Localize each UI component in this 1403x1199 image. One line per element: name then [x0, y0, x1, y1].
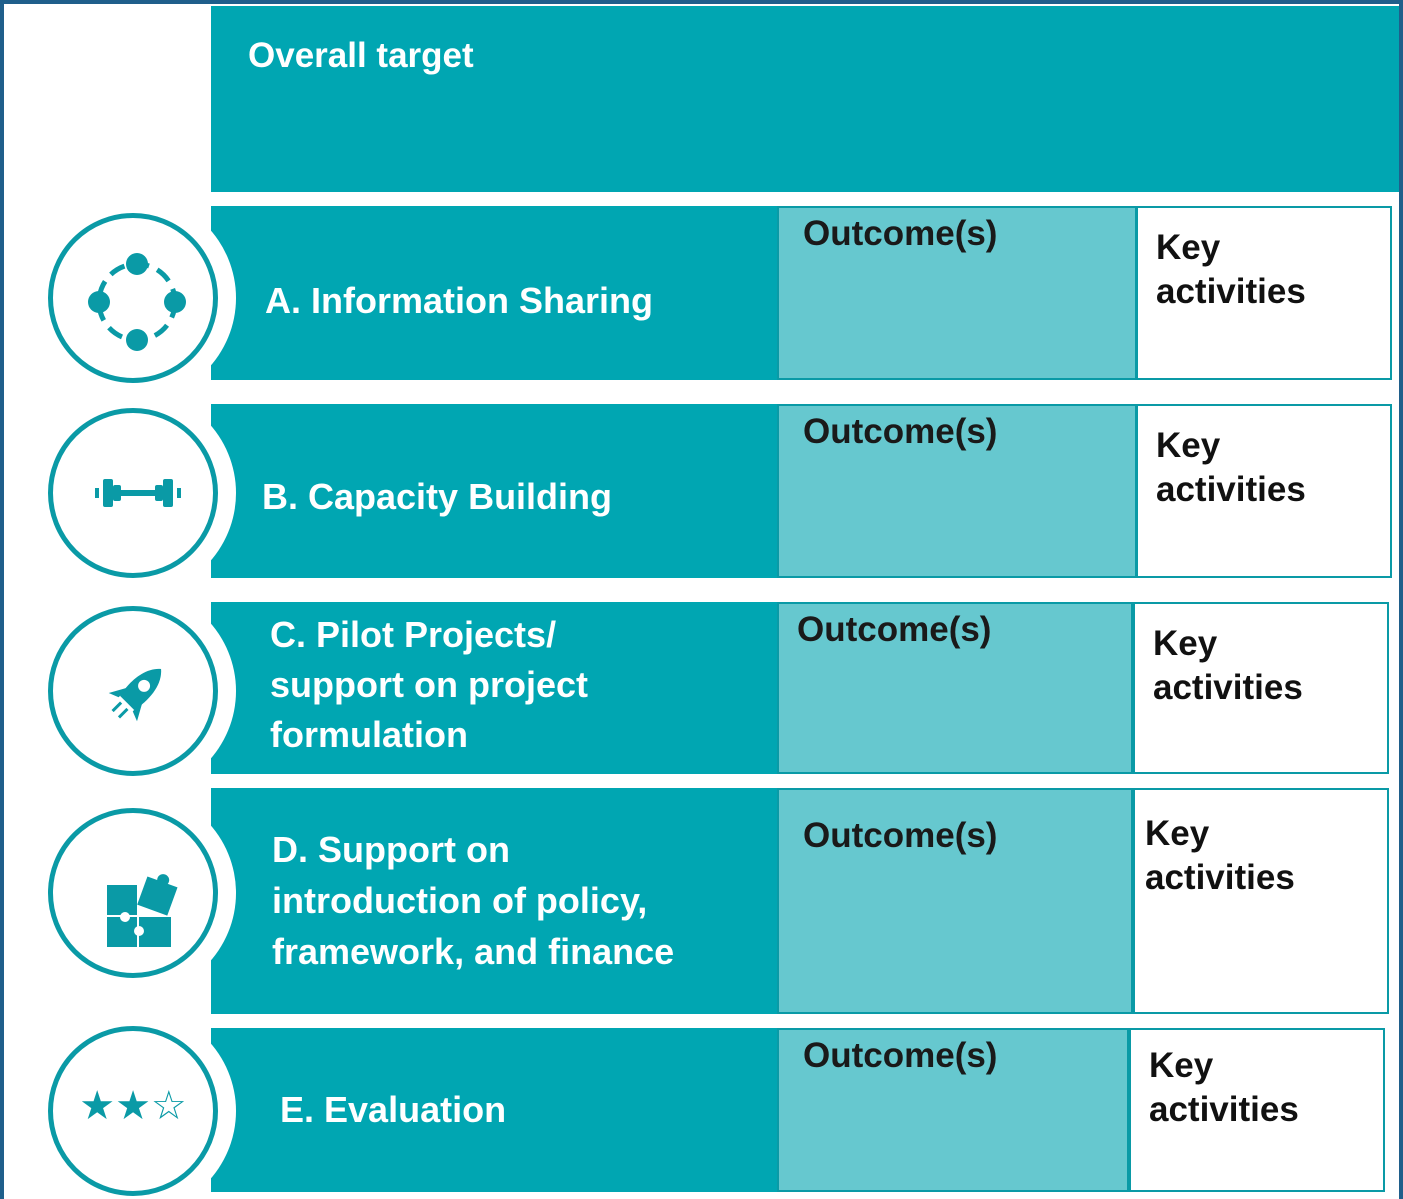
row-label-line-1: C. Pilot Projects/ — [270, 614, 557, 655]
dumbbell-icon — [48, 408, 218, 578]
key-activities-box: Key activities — [1136, 206, 1392, 380]
row-label: B. Capacity Building — [262, 476, 613, 517]
row-label: A. Information Sharing — [265, 280, 654, 321]
row-label-line-2: support on project — [270, 664, 588, 705]
outcome-box: Outcome(s) — [777, 1028, 1129, 1192]
row-label-line-2: introduction of policy, — [272, 880, 648, 921]
row-label-line-3: formulation — [270, 714, 468, 755]
overall-target-box: Overall target — [211, 6, 1399, 192]
key-activities-label: Key activities — [1153, 624, 1303, 707]
key-activities-label: Key activities — [1156, 228, 1306, 311]
key-activities-box: Key activities — [1133, 788, 1389, 1014]
rocket-icon — [48, 606, 218, 776]
outcome-box: Outcome(s) — [777, 788, 1133, 1014]
outcome-label: Outcome(s) — [803, 412, 998, 451]
key-activities-label: Key activities — [1156, 426, 1306, 509]
row-label-line-3: framework, and finance — [272, 931, 675, 972]
outcome-box: Outcome(s) — [777, 602, 1133, 774]
key-activities-box: Key activities — [1129, 1028, 1385, 1192]
bar-policy-support: D. Support on introduction of policy, fr… — [211, 788, 778, 1014]
outcome-label: Outcome(s) — [803, 1036, 998, 1075]
stars-rating-icon: ★★☆ — [48, 1026, 218, 1196]
outcome-label: Outcome(s) — [803, 816, 998, 855]
key-activities-box: Key activities — [1136, 404, 1392, 578]
bar-capacity-building: B. Capacity Building — [211, 404, 778, 578]
outcome-box: Outcome(s) — [777, 404, 1137, 578]
bar-evaluation: E. Evaluation — [211, 1028, 778, 1192]
outcome-label: Outcome(s) — [797, 610, 992, 649]
outcome-box: Outcome(s) — [777, 206, 1137, 380]
overall-target-title: Overall target — [248, 36, 474, 75]
key-activities-label: Key activities — [1149, 1046, 1299, 1129]
row-label-line-1: D. Support on — [272, 829, 510, 870]
bar-pilot-projects: C. Pilot Projects/ support on project fo… — [211, 602, 778, 774]
key-activities-label: Key activities — [1145, 814, 1295, 897]
puzzle-icon — [48, 808, 218, 978]
stars-rating-glyphs: ★★☆ — [79, 1083, 187, 1129]
network-cycle-icon — [48, 213, 218, 383]
outcome-label: Outcome(s) — [803, 214, 998, 253]
bar-information-sharing: A. Information Sharing — [211, 206, 778, 380]
key-activities-box: Key activities — [1133, 602, 1389, 774]
row-label: E. Evaluation — [280, 1089, 507, 1130]
